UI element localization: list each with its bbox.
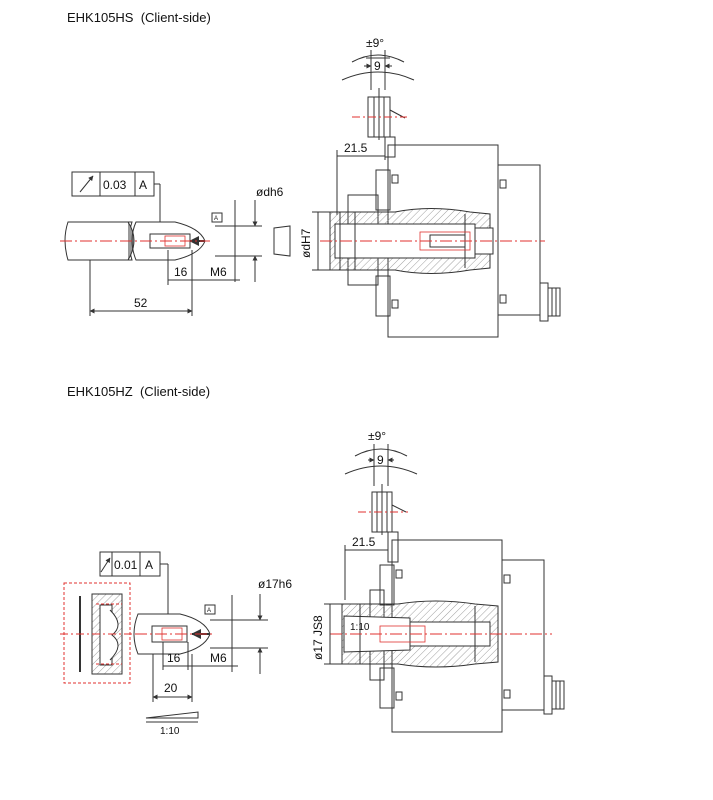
drawing-ehk105hz: ±9° 9 21.5 xyxy=(60,429,565,737)
taper-symbol-label: 1:10 xyxy=(160,726,180,737)
screw-dimensions xyxy=(152,642,238,702)
shaft-diameter-label: ø17h6 xyxy=(258,577,292,591)
datum-label: A xyxy=(139,178,147,192)
tolerance-value: 0.03 xyxy=(103,178,127,192)
angle-label: ±9° xyxy=(368,429,386,443)
shaft-diameter-label: ødh6 xyxy=(256,185,284,199)
datum-tag: A xyxy=(207,608,211,614)
screw-depth-label: 16 xyxy=(174,265,188,279)
section-title-hs: EHK105HS (Client-side) xyxy=(67,10,211,25)
thread-label: M6 xyxy=(210,265,227,279)
offset-label: 21.5 xyxy=(344,141,368,155)
angle-indicator xyxy=(344,444,418,486)
top-bracket xyxy=(352,88,407,158)
datum-tag: A xyxy=(214,216,218,222)
bore-dimension xyxy=(324,603,345,665)
detail-box xyxy=(60,582,135,684)
tolerance-value: 0.01 xyxy=(114,558,138,572)
thread-label: M6 xyxy=(210,651,227,665)
angle-value: 9 xyxy=(377,453,384,467)
offset-label: 21.5 xyxy=(352,535,376,549)
angle-indicator xyxy=(341,50,415,90)
datum-tag-box xyxy=(211,212,223,223)
bore-label: ø17 JS8 xyxy=(311,615,325,660)
offset-dimension xyxy=(336,140,386,215)
datum-label: A xyxy=(145,558,153,572)
offset-dimension xyxy=(344,535,389,600)
shaft-diameter-dimension xyxy=(210,594,268,674)
tolerance-frame xyxy=(99,551,169,614)
bore-label: ødH7 xyxy=(299,228,313,258)
section-title-hz: EHK105HZ (Client-side) xyxy=(67,384,211,399)
shaft-diameter-dimension xyxy=(215,200,262,282)
screw-depth-label: 16 xyxy=(167,651,181,665)
tolerance-frame xyxy=(71,171,161,222)
drawing-ehk105hs: ±9° 9 21.5 xyxy=(60,36,561,338)
datum-tag-box xyxy=(204,604,216,615)
screw-dimensions xyxy=(89,250,240,316)
angle-label: ±9° xyxy=(366,36,384,50)
angle-value: 9 xyxy=(374,59,381,73)
bore-dimension xyxy=(312,211,338,271)
length-label: 20 xyxy=(164,681,178,695)
taper-symbol xyxy=(145,711,199,719)
length-label: 52 xyxy=(134,296,148,310)
taper-label: 1:10 xyxy=(350,622,370,633)
collet-ring xyxy=(273,225,291,257)
